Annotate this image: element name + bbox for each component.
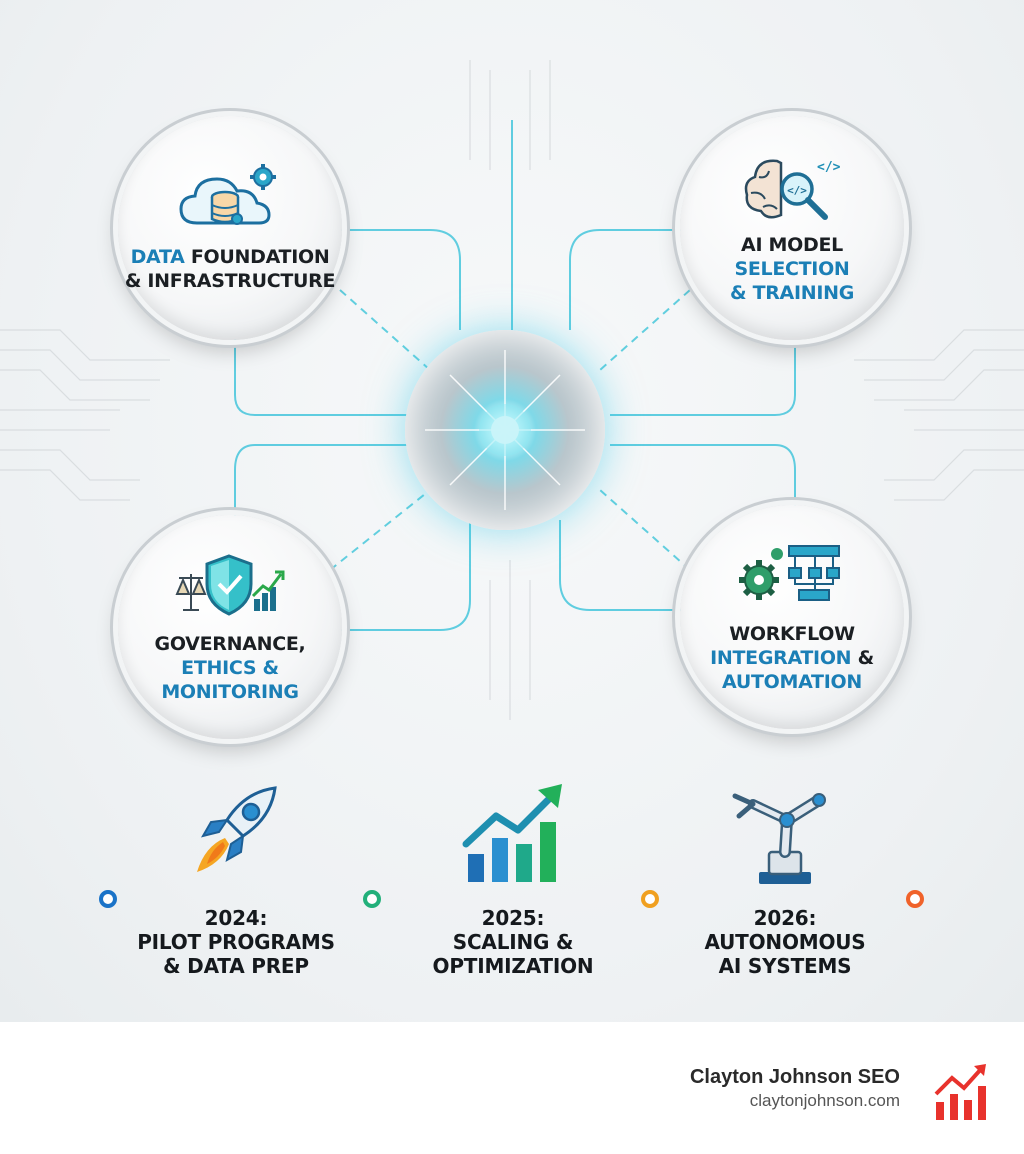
growth-bar-chart-icon bbox=[462, 784, 562, 882]
label-training: & TRAINING bbox=[729, 282, 855, 304]
label-integration: INTEGRATION bbox=[710, 647, 852, 669]
timeline-text-2024-b: & DATA PREP bbox=[163, 954, 309, 978]
timeline-year-2024: 2024: bbox=[204, 906, 268, 930]
label-ai-model: AI MODEL bbox=[741, 234, 843, 256]
timeline-dot-end bbox=[906, 890, 924, 908]
circuit-background bbox=[0, 60, 1024, 908]
timeline-text-2024-a: PILOT PROGRAMS bbox=[137, 930, 335, 954]
node-ai-model: </> </> AI MODEL SELECTION & TRAINING bbox=[680, 116, 904, 340]
node-ai-model-label: AI MODEL SELECTION & TRAINING bbox=[730, 233, 854, 305]
label-workflow: WORKFLOW bbox=[729, 623, 855, 645]
timeline-year-2026: 2026: bbox=[753, 906, 817, 930]
scales-shield-chart-icon bbox=[175, 554, 285, 616]
hub-sparkle-icon bbox=[425, 350, 585, 510]
node-workflow-label: WORKFLOW INTEGRATION & AUTOMATION bbox=[710, 622, 874, 694]
svg-text:</>: </> bbox=[787, 184, 807, 197]
timeline-text-2026-a: AUTONOMOUS bbox=[704, 930, 866, 954]
label-foundation-word: FOUNDATION bbox=[184, 246, 330, 268]
footer bbox=[0, 1022, 1024, 1154]
timeline-dot-2025 bbox=[363, 890, 381, 908]
timeline-text-2025-b: OPTIMIZATION bbox=[432, 954, 594, 978]
label-monitoring: MONITORING bbox=[161, 681, 299, 703]
timeline-dot-2026 bbox=[641, 890, 659, 908]
central-ai-hub bbox=[405, 330, 605, 530]
brand-name: Clayton Johnson SEO bbox=[689, 1066, 900, 1088]
rocket-icon bbox=[197, 786, 277, 872]
svg-text:</>: </> bbox=[817, 160, 841, 175]
brain-magnifier-code-icon: </> </> bbox=[744, 159, 841, 220]
label-automation: AUTOMATION bbox=[722, 671, 862, 693]
gear-flowchart-icon bbox=[739, 545, 840, 601]
timeline-text-2026-b: AI SYSTEMS bbox=[718, 954, 852, 978]
node-data-foundation: DATA FOUNDATION & INFRASTRUCTURE bbox=[118, 116, 342, 340]
label-governance: GOVERNANCE, bbox=[154, 633, 306, 655]
robotic-arm-icon bbox=[732, 793, 826, 884]
label-selection: SELECTION bbox=[734, 258, 850, 280]
node-governance: GOVERNANCE, ETHICS & MONITORING bbox=[118, 515, 342, 739]
node-data-foundation-label: DATA FOUNDATION & INFRASTRUCTURE bbox=[124, 245, 336, 293]
red-growth-chart-logo-icon bbox=[934, 1064, 986, 1120]
cloud-database-gear-icon bbox=[179, 164, 276, 225]
label-ethics: ETHICS & bbox=[181, 657, 279, 679]
timeline-label-2024: 2024: PILOT PROGRAMS & DATA PREP bbox=[116, 906, 356, 978]
timeline-year-2025: 2025: bbox=[481, 906, 545, 930]
node-governance-label: GOVERNANCE, ETHICS & MONITORING bbox=[155, 632, 306, 704]
timeline-dot-2024 bbox=[99, 890, 117, 908]
label-data-word: DATA bbox=[130, 246, 185, 268]
timeline-text-2025-a: SCALING & bbox=[452, 930, 574, 954]
label-integration-amp: & bbox=[851, 647, 875, 669]
timeline-label-2025: 2025: SCALING & OPTIMIZATION bbox=[393, 906, 633, 978]
infographic-canvas: DATA FOUNDATION & INFRASTRUCTURE </> </>… bbox=[0, 0, 1024, 1022]
node-workflow: WORKFLOW INTEGRATION & AUTOMATION bbox=[680, 505, 904, 729]
label-infrastructure: & INFRASTRUCTURE bbox=[124, 270, 336, 292]
timeline-label-2026: 2026: AUTONOMOUS AI SYSTEMS bbox=[665, 906, 905, 978]
brand-url[interactable]: claytonjohnson.com bbox=[749, 1091, 900, 1110]
